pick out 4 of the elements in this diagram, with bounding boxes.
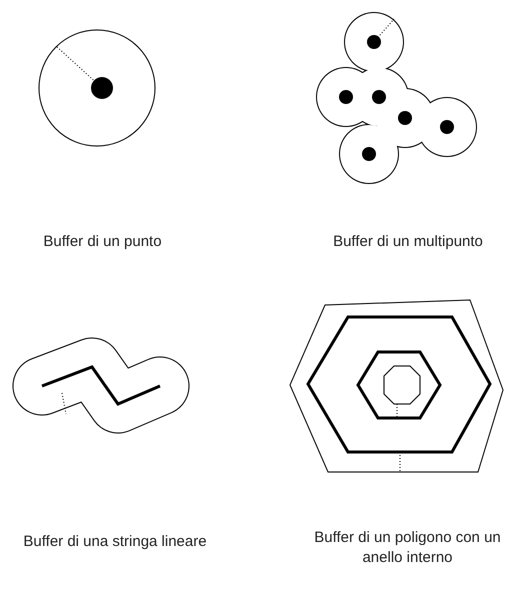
caption: Buffer di un poligono con un anello interno: [313, 528, 502, 568]
caption: Buffer di un punto: [42, 232, 163, 252]
caption: Buffer di un multipunto: [332, 232, 484, 252]
caption: Buffer di una stringa lineare: [22, 532, 208, 552]
